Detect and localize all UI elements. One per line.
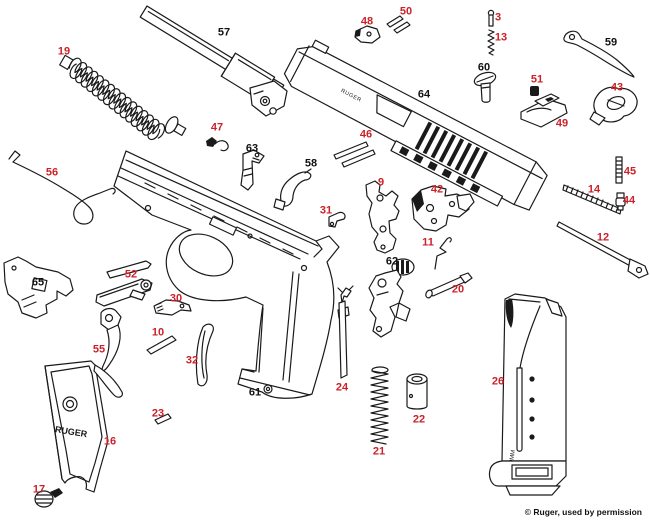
part-number-48[interactable]: 48 (360, 15, 374, 28)
part-number-22[interactable]: 22 (412, 413, 426, 426)
part-13-spring (487, 29, 495, 56)
part-number-49[interactable]: 49 (555, 117, 569, 130)
part-56-wire-spring (8, 150, 116, 225)
part-11-wire-spring (434, 237, 452, 270)
part-24-strut (337, 285, 354, 379)
part-49-rear-sight (520, 93, 568, 128)
part-62-hammer (368, 258, 415, 338)
part-42-housing (411, 185, 475, 232)
part-26-magazine: 9MM (488, 293, 567, 496)
part-48-extractor (354, 25, 381, 44)
part-number-64: 64 (417, 88, 431, 101)
part-number-51[interactable]: 51 (530, 73, 544, 86)
part-number-50[interactable]: 50 (399, 5, 413, 18)
part-31-lever (328, 211, 346, 228)
copyright-notice: © Ruger, used by permission (524, 507, 642, 517)
part-65-latch-bracket (3, 256, 74, 319)
part-21-coil-spring (370, 366, 389, 445)
part-32-backstrap (195, 323, 214, 387)
part-number-26[interactable]: 26 (491, 375, 505, 388)
part-30-latch-clip (153, 299, 192, 316)
part-number-16[interactable]: 16 (103, 435, 117, 448)
part-64-slide: RUGER (283, 39, 548, 211)
part-number-13[interactable]: 13 (494, 31, 508, 44)
part-number-63: 63 (245, 142, 259, 155)
part-number-58: 58 (304, 157, 318, 170)
part-46-pins (333, 141, 376, 168)
part-58-hook-lever (273, 168, 312, 211)
part-number-14[interactable]: 14 (587, 183, 601, 196)
part-number-61: 61 (248, 386, 262, 399)
part-number-44[interactable]: 44 (622, 194, 636, 207)
part-number-3[interactable]: 3 (494, 11, 502, 24)
part-number-17[interactable]: 17 (32, 483, 46, 496)
part-59-spring-arm (563, 30, 635, 78)
part-16-grip-panel: RUGER (44, 360, 123, 493)
part-22-cylinder (406, 373, 428, 410)
part-number-62: 62 (385, 255, 399, 268)
part-23-pin (154, 413, 172, 425)
part-number-31[interactable]: 31 (319, 204, 333, 217)
part-61-frame (113, 150, 340, 399)
part-number-30[interactable]: 30 (169, 292, 183, 305)
part-57-barrel (139, 5, 288, 117)
part-20-pin (425, 272, 473, 299)
part-number-11[interactable]: 11 (422, 236, 434, 249)
part-number-65: 65 (31, 276, 45, 289)
part-number-45[interactable]: 45 (623, 165, 637, 178)
part-43-safety (589, 86, 638, 126)
part-number-19[interactable]: 19 (57, 45, 71, 58)
part-number-59: 59 (604, 36, 618, 49)
part-45-spring (615, 156, 623, 184)
part-number-9[interactable]: 9 (377, 176, 385, 189)
part-number-46[interactable]: 46 (359, 128, 373, 141)
part-14-spring-rod (562, 184, 622, 215)
part-number-55[interactable]: 55 (92, 343, 106, 356)
part-number-52[interactable]: 52 (124, 268, 138, 281)
part-63-ejector (240, 149, 265, 191)
part-50-pins (386, 15, 411, 34)
part-number-10[interactable]: 10 (151, 326, 165, 339)
part-number-23[interactable]: 23 (151, 407, 165, 420)
part-19-recoil-spring-assembly (59, 54, 187, 141)
part-number-24[interactable]: 24 (335, 381, 349, 394)
part-number-57: 57 (217, 26, 231, 39)
part-10-pin (146, 335, 177, 355)
part-number-21[interactable]: 21 (372, 445, 386, 458)
part-number-42[interactable]: 42 (430, 183, 444, 196)
part-17-grip-screw (34, 488, 63, 508)
part-51-nut (530, 86, 539, 96)
part-47-clip (206, 137, 229, 152)
part-number-47[interactable]: 47 (210, 121, 224, 134)
part-3-pin (487, 9, 495, 27)
part-number-20[interactable]: 20 (451, 283, 465, 296)
part-55-trigger (100, 307, 122, 372)
magazine-marking: 9MM (509, 450, 517, 464)
part-number-12[interactable]: 12 (596, 231, 610, 244)
part-number-56[interactable]: 56 (45, 166, 59, 179)
part-12-rod (556, 221, 649, 279)
part-44-plunger (615, 192, 626, 211)
part-number-32[interactable]: 32 (185, 354, 199, 367)
part-number-43[interactable]: 43 (610, 81, 624, 94)
part-9-trigger-bar (365, 180, 400, 254)
part-60-takedown-pin (473, 71, 497, 103)
part-number-60: 60 (477, 61, 491, 74)
part-52-slide-stop (95, 260, 153, 307)
